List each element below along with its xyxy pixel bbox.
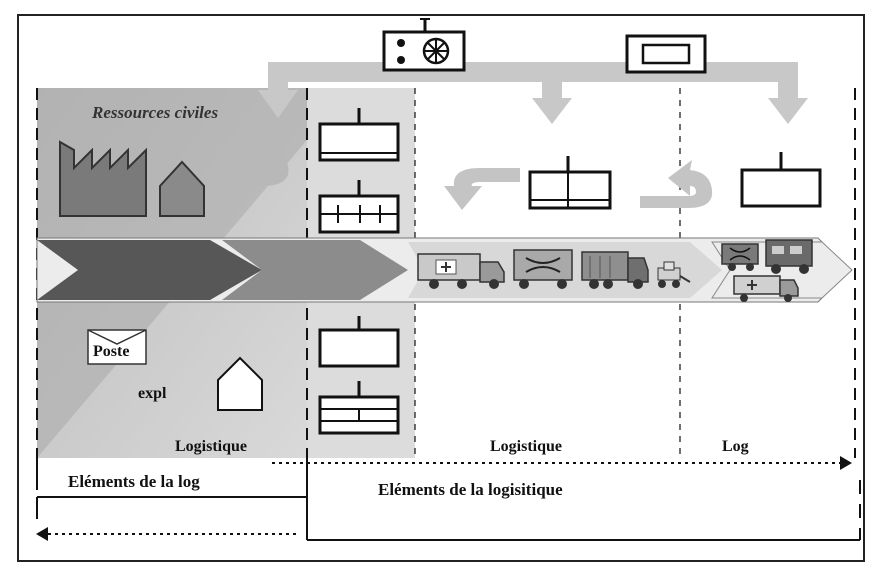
bulldozer-icon: [657, 261, 691, 288]
unit-symbol-mid: [528, 156, 612, 210]
jeep-trailer-icon: [721, 243, 759, 271]
logistique-mid-label: Logistique: [490, 438, 563, 455]
log-right-label: Log: [722, 438, 749, 455]
post-envelope-icon: [87, 329, 147, 365]
elements-de-la-logisitique-label: Eléments de la logisitique: [378, 480, 563, 499]
return-arrow-civil: [222, 140, 289, 186]
tanker-truck-icon: [581, 251, 649, 289]
flow-arrow-dark: [37, 240, 262, 300]
dotted-arrow-return-head: [36, 527, 48, 541]
expl-label: expl: [138, 385, 167, 402]
unit-symbol-log-2: [318, 180, 400, 234]
logistique-left-label: Logistique: [175, 438, 248, 455]
unit-symbol-log-1: [318, 108, 400, 162]
flow-arrow-mid: [222, 240, 408, 300]
house-icon-civil: [159, 160, 205, 217]
poste-label: Poste: [93, 343, 130, 360]
house-icon-expl: [217, 356, 263, 411]
factory-icon: [59, 140, 147, 217]
dotted-arrow-logistique-head: [840, 456, 852, 470]
ambulance-small-icon: [733, 275, 799, 302]
civil-resources-label: Ressources civiles: [92, 103, 219, 122]
cargo-unit-icon: [625, 34, 707, 74]
elements-de-la-log-label: Eléments de la log: [68, 472, 200, 491]
covered-truck-icon: [765, 239, 813, 274]
unit-symbol-log-3: [318, 316, 400, 368]
unit-symbol-log-4: [318, 381, 400, 435]
unit-symbol-right: [740, 152, 822, 208]
ambulance-truck-icon: [417, 253, 505, 289]
return-arrow-mid: [444, 168, 520, 210]
command-post-icon: [382, 18, 466, 72]
return-arrow-right: [640, 160, 713, 208]
container-truck-icon: [513, 249, 573, 289]
